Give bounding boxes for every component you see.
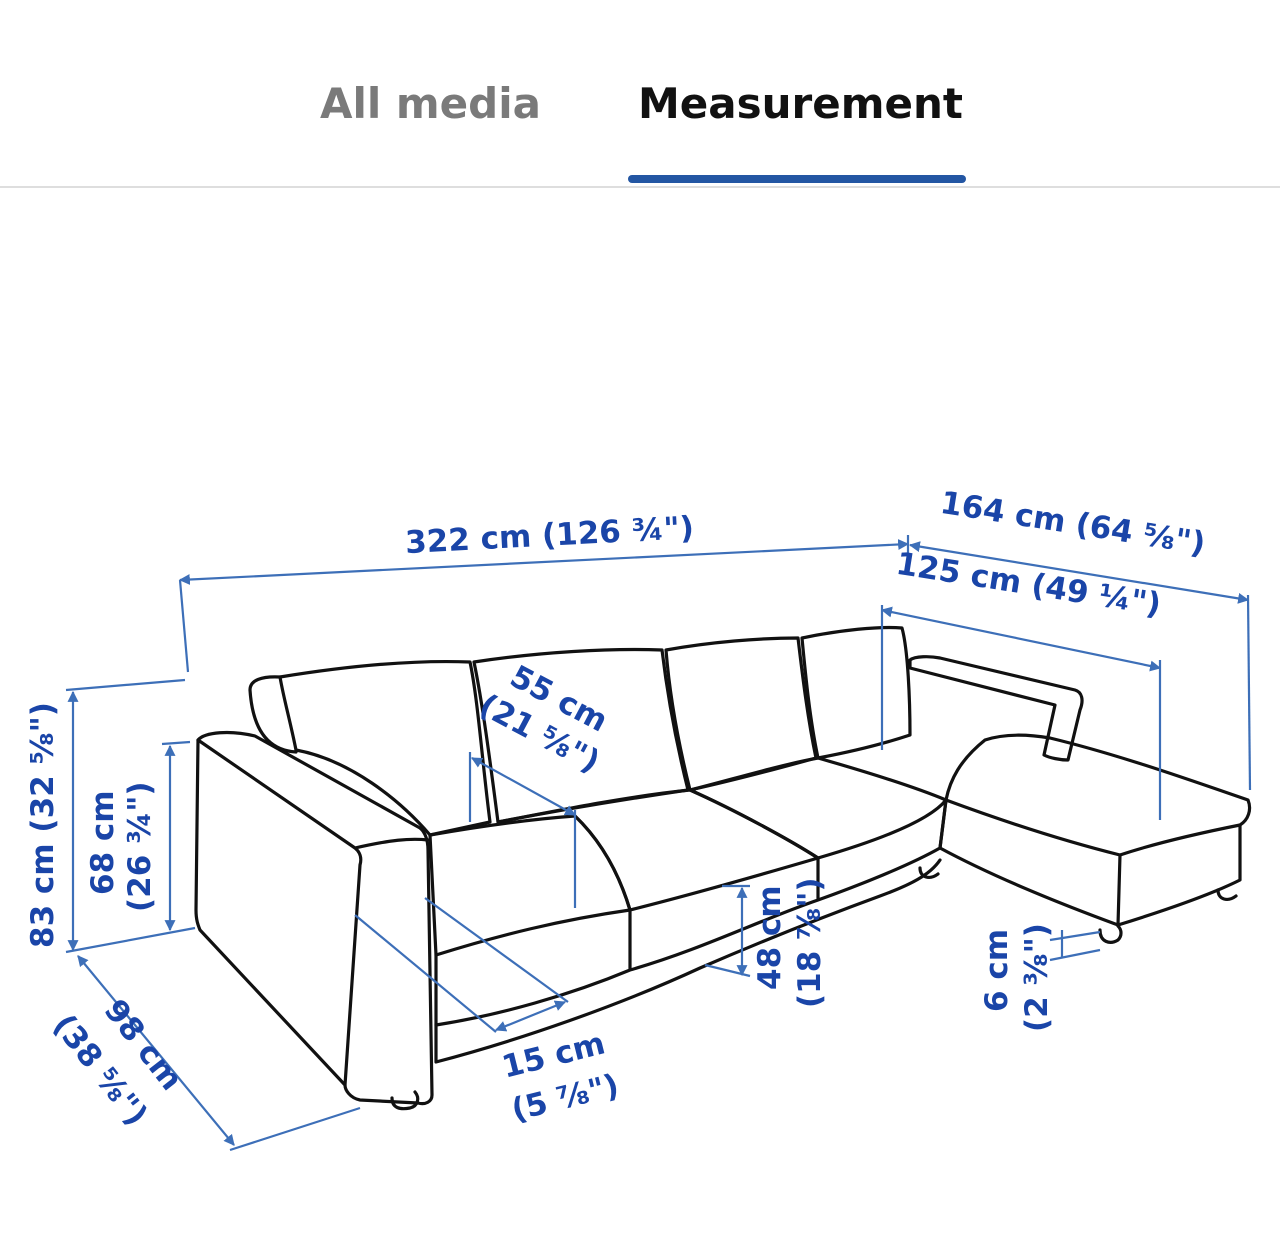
label-seat-height: 48 cm [752, 885, 788, 990]
label-total-width: 322 cm (126 ¾") [404, 510, 695, 561]
chaise-front [938, 798, 1242, 927]
dim-line-chaise-seat-depth [880, 606, 1162, 672]
back-cushion-4 [800, 625, 912, 760]
dimension-labels: 322 cm (126 ¾") 164 cm (64 ⅝") 125 cm (4… [25, 485, 1208, 1133]
leg-front-chaise [1098, 924, 1123, 944]
label-leg-height-in: (2 ⅜") [1019, 923, 1055, 1032]
back-cushion-3 [664, 636, 818, 792]
seat-front [434, 798, 948, 1027]
seat-cushion-3 [688, 756, 948, 860]
dim-line-armrest-width [494, 1000, 567, 1032]
label-total-height: 83 cm (32 ⅝") [25, 702, 61, 948]
left-armrest [194, 730, 434, 1106]
chaise-armrest [908, 655, 1084, 762]
label-armrest-height-in: (26 ¾") [122, 781, 158, 912]
dim-line-total-width [178, 538, 910, 586]
label-chaise-seat-depth: 125 cm (49 ¼") [894, 546, 1164, 623]
dim-line-chaise-depth [908, 541, 1250, 604]
tab-measurement[interactable]: Measurement [638, 79, 963, 128]
sofa-base [434, 858, 942, 1064]
media-tab-bar: All media Measurement [0, 0, 1280, 190]
label-leg-height: 6 cm [979, 929, 1015, 1012]
sofa-illustration [194, 625, 1252, 1111]
tab-divider [0, 186, 1280, 188]
label-chaise-depth: 164 cm (64 ⅝") [938, 485, 1208, 562]
sofa-measurement-drawing: 322 cm (126 ¾") 164 cm (64 ⅝") 125 cm (4… [25, 485, 1252, 1152]
label-seat-height-in: (18 ⅞") [792, 877, 828, 1008]
sofa-back-frame [248, 675, 298, 754]
dimension-lines [65, 535, 1252, 1152]
chaise-seat [944, 733, 1252, 857]
leg-back-chaise [1216, 888, 1238, 901]
left-armrest-top [196, 738, 430, 1087]
dim-line-depth [77, 955, 235, 1146]
dim-line-seat-depth [471, 757, 576, 816]
seat-cushion-1 [428, 814, 632, 957]
tab-all-media[interactable]: All media [320, 79, 541, 128]
leg-front-left [390, 1090, 420, 1111]
selected-tab-indicator [628, 175, 966, 183]
label-armrest-height: 68 cm [85, 790, 121, 895]
leg-mid [918, 866, 940, 879]
